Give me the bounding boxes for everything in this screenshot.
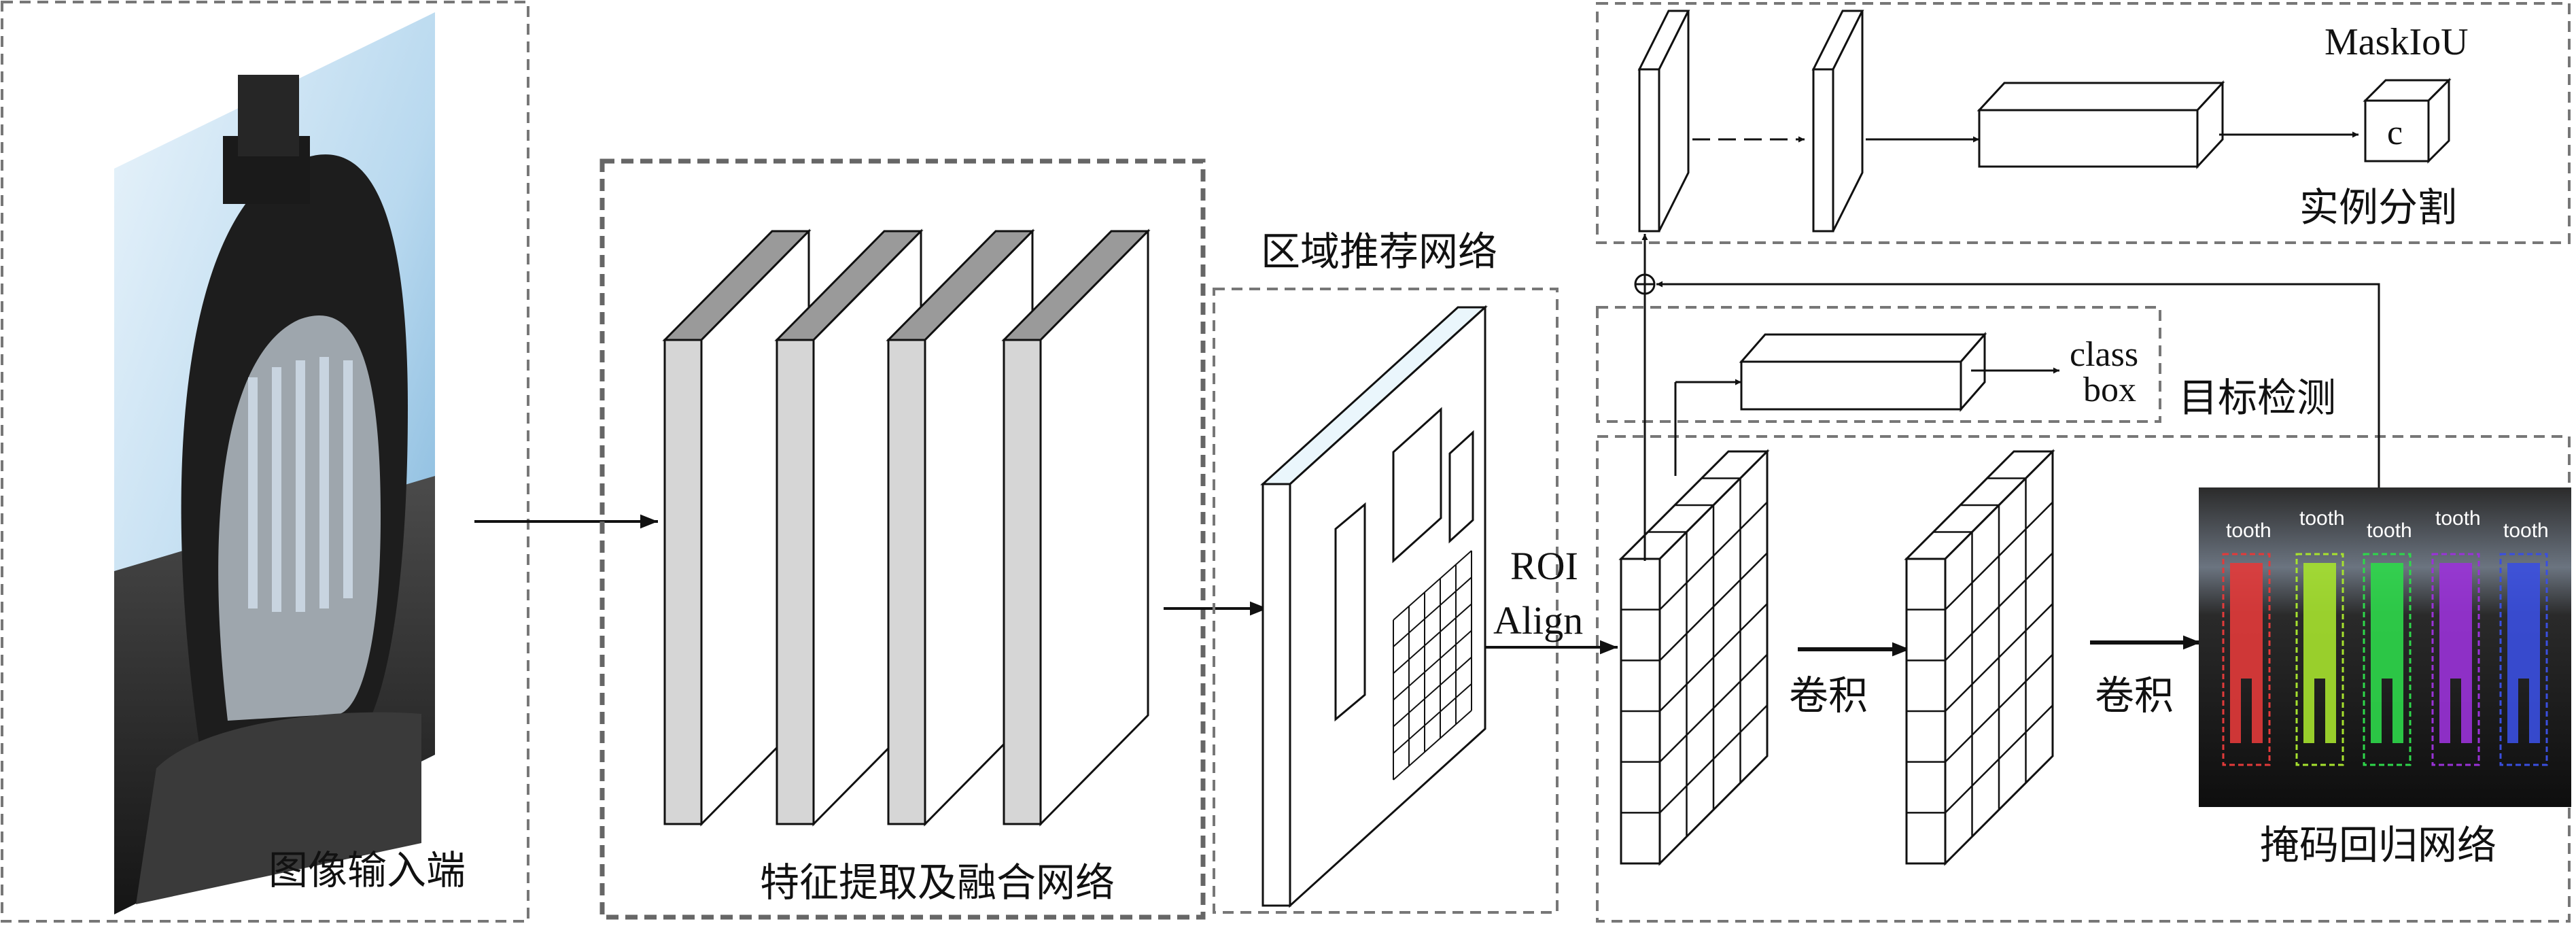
excavator-bucket-photo — [114, 12, 435, 914]
roi-label: ROI — [1510, 544, 1578, 588]
cube-letter: c — [2387, 114, 2403, 152]
region-proposal-map — [1260, 305, 1488, 908]
grid-line — [1945, 552, 2053, 662]
tooth-label: tooth — [2226, 519, 2272, 542]
grid-line — [1393, 683, 1472, 754]
mask-feedback-line — [1656, 281, 2380, 487]
maskiou-fc-box — [1977, 80, 2225, 169]
tooth-mask — [2507, 563, 2540, 743]
object-detection-label: 目标检测 — [2178, 375, 2336, 421]
maskiou-slab-2 — [1811, 10, 1864, 233]
class-label: class — [2070, 335, 2138, 374]
roi-feature-block-1 — [1618, 449, 1770, 866]
conv-label-2: 卷积 — [2095, 672, 2174, 719]
mask-regression-label: 掩码回归网络 — [2260, 822, 2496, 868]
image-input-label: 图像输入端 — [268, 847, 466, 893]
detection-head-box — [1739, 332, 1987, 412]
maskiou-frame — [1596, 2, 2571, 244]
grid-line — [1393, 656, 1472, 727]
tooth-label: tooth — [2367, 519, 2412, 542]
grid-line — [1659, 704, 1768, 814]
tooth-bbox — [2431, 553, 2480, 766]
instance-segmentation-label: 实例分割 — [2299, 184, 2457, 230]
feature-map-stack — [662, 228, 1151, 827]
grid-line — [1393, 577, 1472, 647]
tooth-mask — [2439, 563, 2472, 743]
box-label: box — [2083, 371, 2136, 409]
align-label: Align — [1493, 598, 1583, 642]
proposal-box-3 — [1448, 430, 1474, 544]
grid-line — [1945, 501, 2053, 611]
proposal-grid — [1393, 550, 1472, 781]
tooth-bbox — [2499, 553, 2548, 766]
maskiou-slab-1 — [1637, 10, 1690, 233]
maskiou-label: MaskIoU — [2325, 21, 2469, 63]
feature-network-frame — [599, 158, 1206, 920]
grid-line — [1945, 603, 2053, 712]
tooth-bbox — [2295, 553, 2344, 766]
output-cube — [2363, 78, 2452, 164]
proposal-box-2 — [1392, 407, 1442, 564]
feature-slab-4 — [1001, 228, 1151, 827]
feature-network-label: 特征提取及融合网络 — [760, 859, 1115, 906]
region-proposal-frame — [1213, 288, 1559, 914]
grid-line — [1945, 704, 2053, 814]
mask-regression-frame — [1596, 435, 2571, 923]
object-detection-frame — [1596, 306, 2161, 423]
tooth-label: tooth — [2503, 519, 2549, 542]
grid-line — [1393, 550, 1472, 621]
image-input-frame — [1, 1, 529, 923]
grid-line — [1393, 630, 1472, 701]
tooth-bbox — [2222, 553, 2271, 766]
conv-label-1: 卷积 — [1789, 672, 1868, 719]
roi-grid-2 — [1907, 477, 2053, 837]
roi-grid-1 — [1621, 477, 1768, 837]
tooth-label: tooth — [2299, 507, 2345, 530]
roi-feature-block-2 — [1904, 449, 2055, 866]
grid-line — [1659, 552, 1768, 662]
grid-line — [1659, 653, 1768, 763]
grid-line — [1659, 501, 1768, 611]
grid-line — [1393, 710, 1472, 781]
mask-output-image: tooth tooth tooth tooth tooth — [2199, 487, 2571, 807]
tooth-mask — [2371, 563, 2403, 743]
grid-line — [1945, 653, 2053, 763]
tooth-label: tooth — [2435, 507, 2481, 530]
tooth-mask — [2230, 563, 2263, 743]
proposal-box-1 — [1334, 502, 1366, 722]
region-proposal-label: 区域推荐网络 — [1261, 228, 1497, 275]
tooth-bbox — [2363, 553, 2412, 766]
grid-line — [1659, 603, 1768, 712]
tooth-mask — [2303, 563, 2336, 743]
grid-line — [1393, 603, 1472, 674]
